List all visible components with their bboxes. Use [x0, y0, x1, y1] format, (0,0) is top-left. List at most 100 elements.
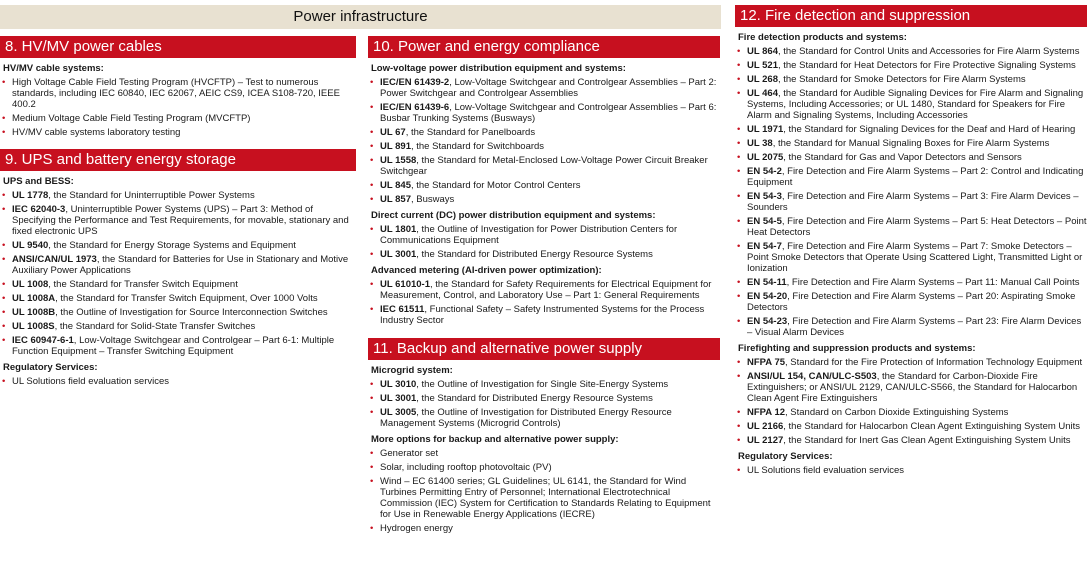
standard-code: UL 3010 [380, 379, 417, 390]
standard-code: UL 268 [747, 74, 778, 85]
list-item: UL 1008S, the Standard for Solid-State T… [2, 321, 356, 332]
standard-description: , the Outline of Investigation for Distr… [380, 407, 672, 429]
standards-list: IEC/EN 61439-2, Low-Voltage Switchgear a… [368, 77, 720, 205]
standards-list: UL 61010-1, the Standard for Safety Requ… [368, 279, 720, 326]
list-item: UL 857, Busways [370, 194, 720, 205]
standard-code: UL 521 [747, 60, 778, 71]
list-item: UL Solutions field evaluation services [2, 376, 356, 387]
standard-description: , Standard on Carbon Dioxide Extinguishi… [785, 407, 1009, 418]
standard-description: , the Standard for Uninterruptible Power… [48, 190, 255, 201]
section-title: 12. Fire detection and suppression [735, 5, 1087, 27]
standard-code: UL 1778 [12, 190, 49, 201]
list-item: UL 1008A, the Standard for Transfer Swit… [2, 293, 356, 304]
list-item: UL 1971, the Standard for Signaling Devi… [737, 124, 1087, 135]
standard-code: UL 1801 [380, 224, 417, 235]
standard-code: UL 845 [380, 180, 411, 191]
list-item: IEC/EN 61439-2, Low-Voltage Switchgear a… [370, 77, 720, 99]
standard-description: , Fire Detection and Fire Alarm Systems … [747, 291, 1076, 313]
list-item: Medium Voltage Cable Field Testing Progr… [2, 113, 356, 124]
section-title: 11. Backup and alternative power supply [368, 338, 720, 360]
standard-code: UL 2075 [747, 152, 784, 163]
standards-list: UL 864, the Standard for Control Units a… [735, 46, 1087, 338]
standard-code: UL 3005 [380, 407, 417, 418]
standard-code: UL 9540 [12, 240, 49, 251]
group-heading: Fire detection products and systems: [738, 32, 907, 43]
standard-description: , the Standard for Energy Storage System… [48, 240, 296, 251]
standard-description: , Functional Safety – Safety Instrumente… [380, 304, 705, 326]
standard-description: , the Outline of Investigation for Singl… [416, 379, 669, 390]
list-item: UL 3010, the Outline of Investigation fo… [370, 379, 720, 390]
standard-description: , Fire Detection and Fire Alarm Systems … [786, 277, 1080, 288]
standard-description: , the Standard for Control Units and Acc… [777, 46, 1080, 57]
list-item: EN 54-2, Fire Detection and Fire Alarm S… [737, 166, 1087, 188]
list-item: UL 891, the Standard for Switchboards [370, 141, 720, 152]
standard-description: Hydrogen energy [380, 523, 453, 534]
list-item: EN 54-3, Fire Detection and Fire Alarm S… [737, 191, 1087, 213]
list-item: Hydrogen energy [370, 523, 720, 534]
standard-code: UL 3001 [380, 393, 417, 404]
standard-description: , Standard for the Fire Protection of In… [785, 357, 1083, 368]
group-heading: Regulatory Services: [3, 362, 98, 373]
standard-description: , the Standard for Manual Signaling Boxe… [772, 138, 1050, 149]
list-item: UL 845, the Standard for Motor Control C… [370, 180, 720, 191]
standard-code: UL 1008 [12, 279, 49, 290]
standard-description: , the Outline of Investigation for Sourc… [55, 307, 328, 318]
standard-code: UL 38 [747, 138, 773, 149]
standard-description: , the Standard for Smoke Detectors for F… [777, 74, 1026, 85]
list-item: NFPA 75, Standard for the Fire Protectio… [737, 357, 1087, 368]
standard-code: UL 3001 [380, 249, 417, 260]
list-item: Solar, including rooftop photovoltaic (P… [370, 462, 720, 473]
list-item: EN 54-11, Fire Detection and Fire Alarm … [737, 277, 1087, 288]
list-item: UL 61010-1, the Standard for Safety Requ… [370, 279, 720, 301]
list-item: ANSI/CAN/UL 1973, the Standard for Batte… [2, 254, 356, 276]
list-item: IEC 61511, Functional Safety – Safety In… [370, 304, 720, 326]
standard-description: Wind – EC 61400 series; GL Guidelines; U… [380, 476, 711, 520]
standard-description: , the Standard for Motor Control Centers [410, 180, 581, 191]
standard-description: , the Outline of Investigation for Power… [380, 224, 678, 246]
standard-description: Solar, including rooftop photovoltaic (P… [380, 462, 552, 473]
standard-code: EN 54-3 [747, 191, 782, 202]
standard-code: EN 54-20 [747, 291, 788, 302]
standard-description: UL Solutions field evaluation services [12, 376, 170, 387]
standard-code: IEC 60947-6-1 [12, 335, 74, 346]
section-title: 9. UPS and battery energy storage [0, 149, 356, 171]
list-item: UL 521, the Standard for Heat Detectors … [737, 60, 1087, 71]
standard-description: , Low-Voltage Switchgear and Controlgear… [12, 335, 335, 357]
standard-description: , Fire Detection and Fire Alarm Systems … [747, 191, 1079, 213]
standard-description: , Fire Detection and Fire Alarm Systems … [747, 316, 1082, 338]
standards-list: Generator setSolar, including rooftop ph… [368, 448, 720, 534]
standard-description: , the Standard for Solid-State Transfer … [54, 321, 256, 332]
list-item: UL 1778, the Standard for Uninterruptibl… [2, 190, 356, 201]
standard-code: UL 2127 [747, 435, 784, 446]
standard-description: , Uninterruptible Power Systems (UPS) – … [12, 204, 349, 237]
section-title: 10. Power and energy compliance [368, 36, 720, 58]
list-item: UL 2166, the Standard for Halocarbon Cle… [737, 421, 1087, 432]
standard-code: NFPA 12 [747, 407, 786, 418]
standard-code: IEC 62040-3 [12, 204, 66, 215]
standard-code: UL 464 [747, 88, 778, 99]
list-item: UL 2075, the Standard for Gas and Vapor … [737, 152, 1087, 163]
list-item: Generator set [370, 448, 720, 459]
list-item: High Voltage Cable Field Testing Program… [2, 77, 356, 110]
standard-description: , the Standard for Metal-Enclosed Low-Vo… [380, 155, 708, 177]
list-item: EN 54-5, Fire Detection and Fire Alarm S… [737, 216, 1087, 238]
standard-description: , Fire Detection and Fire Alarm Systems … [747, 216, 1087, 238]
standards-list: UL 1778, the Standard for Uninterruptibl… [0, 190, 356, 357]
group-heading: More options for backup and alternative … [371, 434, 619, 445]
standard-description: , Fire Detection and Fire Alarm Systems … [747, 166, 1084, 188]
standard-description: High Voltage Cable Field Testing Program… [12, 77, 340, 110]
standard-code: UL 857 [380, 194, 411, 205]
standard-code: NFPA 75 [747, 357, 786, 368]
standard-description: , the Standard for Heat Detectors for Fi… [777, 60, 1076, 71]
group-heading: HV/MV cable systems: [3, 63, 104, 74]
standards-list: UL Solutions field evaluation services [735, 465, 1087, 476]
standard-code: UL 2166 [747, 421, 784, 432]
list-item: UL Solutions field evaluation services [737, 465, 1087, 476]
standard-description: , the Standard for Audible Signaling Dev… [747, 88, 1084, 121]
